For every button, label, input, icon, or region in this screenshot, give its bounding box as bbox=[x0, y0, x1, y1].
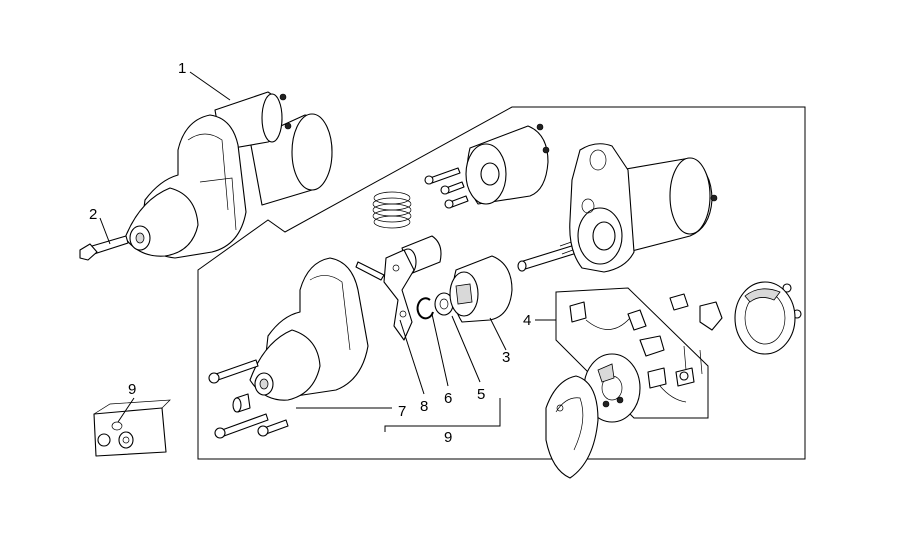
end-cover bbox=[734, 281, 796, 355]
solenoid-screws bbox=[424, 167, 469, 209]
solenoid bbox=[465, 123, 550, 205]
callout-6: 6 bbox=[444, 390, 452, 407]
callout-2: 2 bbox=[89, 206, 97, 223]
callout-1: 1 bbox=[178, 60, 186, 77]
pinion-drive bbox=[449, 255, 513, 323]
plunger-spring bbox=[372, 191, 412, 229]
exploded-view-frame bbox=[197, 106, 806, 460]
callout-4: 4 bbox=[523, 312, 531, 329]
housing-bolts bbox=[208, 359, 289, 439]
callout-3: 3 bbox=[502, 349, 510, 366]
callout-9-group: 9 bbox=[444, 429, 452, 446]
mounting-bolt bbox=[79, 235, 129, 261]
brush-plate bbox=[545, 375, 599, 479]
snap-ring bbox=[416, 297, 434, 320]
motor-body bbox=[569, 143, 718, 273]
repair-kit-box bbox=[93, 399, 171, 457]
shift-lever bbox=[355, 249, 415, 341]
leader-lines bbox=[99, 71, 556, 432]
callout-5: 5 bbox=[477, 386, 485, 403]
drive-end-housing bbox=[249, 257, 369, 401]
callout-8: 8 bbox=[420, 398, 428, 415]
callout-9-kit: 9 bbox=[128, 381, 136, 398]
brush-holder-kit bbox=[555, 287, 709, 419]
bushings bbox=[669, 283, 802, 331]
starter-motor-assembly bbox=[124, 91, 333, 259]
callout-7: 7 bbox=[398, 403, 406, 420]
